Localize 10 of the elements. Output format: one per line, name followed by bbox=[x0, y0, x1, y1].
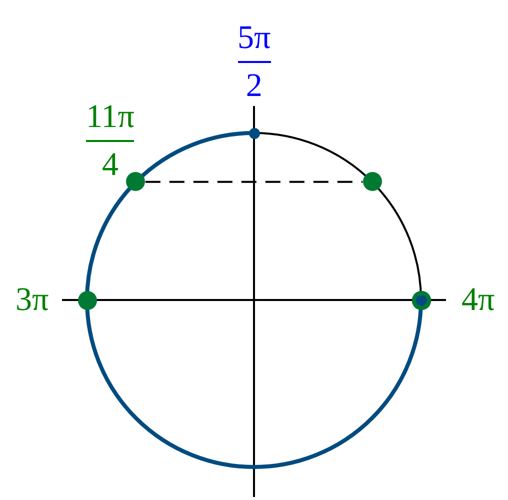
angle-label: 3π bbox=[16, 284, 49, 316]
fraction-label: 5π 2 bbox=[238, 22, 271, 103]
point-marker bbox=[362, 172, 382, 192]
point-marker bbox=[412, 290, 430, 310]
angle-label: 4π bbox=[462, 284, 495, 316]
fraction-label: 11π 4 bbox=[86, 101, 134, 182]
point-marker bbox=[126, 172, 146, 192]
dashed-line bbox=[145, 180, 363, 183]
point-marker bbox=[248, 128, 260, 138]
point-marker bbox=[78, 290, 96, 310]
